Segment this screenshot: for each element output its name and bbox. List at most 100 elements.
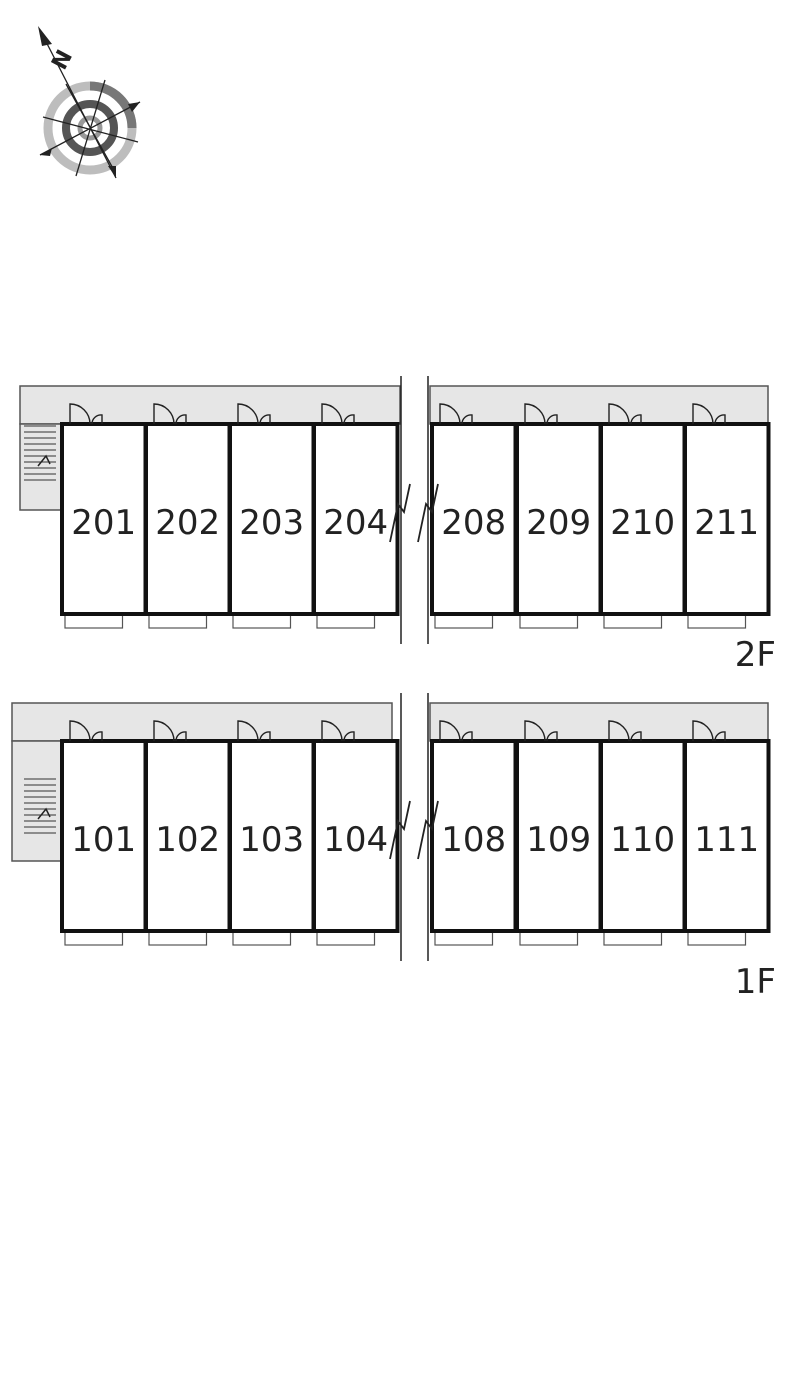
door-icon <box>630 731 642 742</box>
room-number: 101 <box>71 820 136 860</box>
door-icon <box>91 731 103 742</box>
room-110: 110 <box>599 720 687 946</box>
door-icon <box>237 403 259 425</box>
room-outline <box>144 739 232 933</box>
room-number: 110 <box>610 820 675 860</box>
room-number: 108 <box>441 820 506 860</box>
room-number: 201 <box>71 503 136 543</box>
room-outline <box>228 739 316 933</box>
door-icon <box>343 731 355 742</box>
door-icon <box>714 414 726 425</box>
door-icon <box>153 720 175 742</box>
door-icon <box>259 731 271 742</box>
corridor-left <box>11 702 393 742</box>
balcony <box>64 930 124 946</box>
room-outline <box>312 739 400 933</box>
balcony <box>148 613 208 629</box>
room-210: 210 <box>599 403 687 629</box>
room-211: 211 <box>683 403 771 629</box>
balcony <box>316 613 376 629</box>
room-number: 211 <box>694 503 759 543</box>
door-icon <box>237 720 259 742</box>
room-outline <box>515 422 603 616</box>
balcony <box>316 930 376 946</box>
floor-1f: 101 102 103 104 108 109 110 111 1F <box>11 693 776 1002</box>
room-103: 103 <box>228 720 316 946</box>
door-icon <box>69 720 91 742</box>
door-icon <box>461 731 473 742</box>
room-101: 101 <box>60 720 148 946</box>
room-number: 204 <box>323 503 388 543</box>
door-icon <box>321 403 343 425</box>
room-111: 111 <box>683 720 771 946</box>
door-icon <box>546 731 558 742</box>
stair-icon <box>24 778 56 834</box>
corridor-left <box>19 385 401 425</box>
door-icon <box>608 403 630 425</box>
room-number: 103 <box>239 820 304 860</box>
door-icon <box>546 414 558 425</box>
balcony <box>434 613 494 629</box>
stair-landing <box>11 740 63 862</box>
room-number: 104 <box>323 820 388 860</box>
room-208: 208 <box>430 403 518 629</box>
break-mark <box>389 483 411 543</box>
door-icon <box>439 403 461 425</box>
door-icon <box>321 720 343 742</box>
floor-label: 2F <box>735 635 776 675</box>
room-outline <box>683 422 771 616</box>
door-icon <box>343 414 355 425</box>
room-outline <box>599 422 687 616</box>
balcony <box>687 930 747 946</box>
room-102: 102 <box>144 720 232 946</box>
balcony <box>603 613 663 629</box>
room-outline <box>430 739 518 933</box>
room-outline <box>60 739 148 933</box>
balcony <box>434 930 494 946</box>
door-icon <box>91 414 103 425</box>
break-mark <box>417 800 439 860</box>
break-mark <box>389 800 411 860</box>
floor-label: 1F <box>735 962 776 1002</box>
door-icon <box>524 403 546 425</box>
door-icon <box>692 403 714 425</box>
door-icon <box>175 414 187 425</box>
room-number: 210 <box>610 503 675 543</box>
room-202: 202 <box>144 403 232 629</box>
door-icon <box>608 720 630 742</box>
balcony <box>603 930 663 946</box>
room-number: 208 <box>441 503 506 543</box>
balcony <box>519 930 579 946</box>
stair-landing <box>19 423 63 511</box>
door-icon <box>524 720 546 742</box>
balcony <box>232 930 292 946</box>
room-number: 203 <box>239 503 304 543</box>
door-icon <box>714 731 726 742</box>
balcony <box>148 930 208 946</box>
door-icon <box>69 403 91 425</box>
room-number: 209 <box>526 503 591 543</box>
room-number: 111 <box>694 820 759 860</box>
door-icon <box>439 720 461 742</box>
stair-icon <box>24 425 56 481</box>
room-108: 108 <box>430 720 518 946</box>
door-icon <box>175 731 187 742</box>
room-104: 104 <box>312 720 400 946</box>
room-number: 102 <box>155 820 220 860</box>
room-204: 204 <box>312 403 400 629</box>
door-icon <box>259 414 271 425</box>
room-201: 201 <box>60 403 148 629</box>
room-outline <box>683 739 771 933</box>
break-mark <box>417 483 439 543</box>
room-outline <box>599 739 687 933</box>
door-icon <box>630 414 642 425</box>
balcony <box>687 613 747 629</box>
balcony <box>519 613 579 629</box>
door-icon <box>692 720 714 742</box>
room-outline <box>515 739 603 933</box>
door-icon <box>153 403 175 425</box>
north-label: N <box>47 46 78 74</box>
room-number: 109 <box>526 820 591 860</box>
